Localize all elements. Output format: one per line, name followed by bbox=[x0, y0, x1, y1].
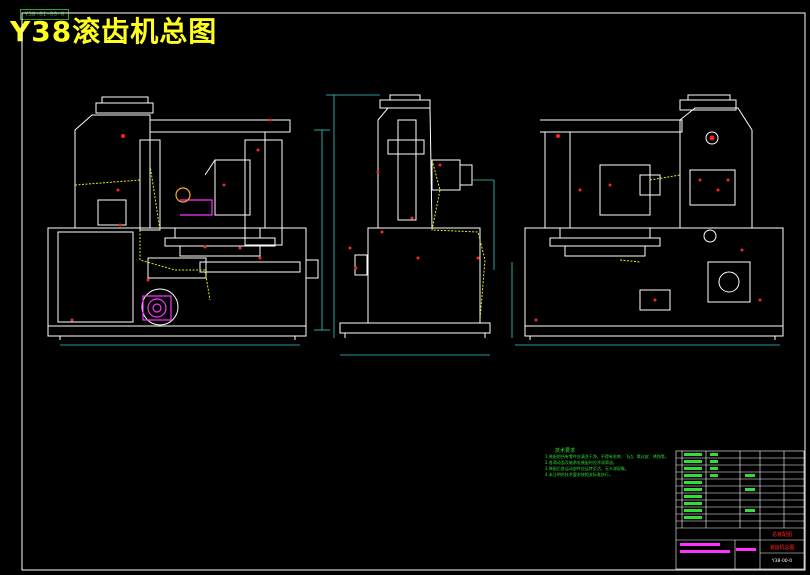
side-dimensions bbox=[326, 94, 495, 356]
title-block-drawing-number: Y38-00-0 bbox=[771, 558, 792, 564]
rear-yellow-lines bbox=[619, 174, 681, 263]
rear-red-marks bbox=[534, 134, 762, 322]
technical-notes: 技术要求 1.装配前所有零件应清洗干净，不得有毛刺、飞边、氧化皮、锈蚀等。 2.… bbox=[545, 448, 675, 478]
side-red-marks bbox=[348, 163, 480, 270]
title-block-entries bbox=[684, 453, 755, 519]
rear-view bbox=[524, 94, 784, 340]
drawing-title: Y38滚齿机总图 bbox=[10, 15, 218, 48]
front-dimensions bbox=[60, 129, 330, 346]
notes-line-2: 2.各滑动面及轴承处装配时应涂润滑油。 bbox=[545, 460, 617, 465]
title-block-school: 总装配图 bbox=[772, 531, 792, 538]
drawing-border bbox=[21, 12, 806, 571]
front-magenta-parts bbox=[142, 187, 213, 321]
front-view bbox=[47, 96, 319, 340]
side-yellow-lines bbox=[431, 159, 486, 321]
front-red-marks bbox=[70, 118, 272, 322]
drawing-stamp: Y38-01-00-0 bbox=[20, 9, 69, 20]
front-yellow-lines bbox=[74, 164, 211, 301]
notes-line-4: 4.未注明的技术要求按相关标准执行。 bbox=[545, 472, 613, 477]
title-block bbox=[675, 450, 805, 570]
notes-line-3: 3.装配后各运动部件应运转灵活，无卡滞现象。 bbox=[545, 466, 629, 471]
rear-dimensions bbox=[511, 262, 780, 346]
title-block-magenta bbox=[680, 543, 756, 553]
notes-line-1: 1.装配前所有零件应清洗干净，不得有毛刺、飞边、氧化皮、锈蚀等。 bbox=[545, 454, 669, 459]
title-block-drawing-name: 滚齿机总图 bbox=[769, 544, 794, 551]
notes-heading: 技术要求 bbox=[555, 448, 576, 454]
side-view bbox=[339, 94, 491, 338]
